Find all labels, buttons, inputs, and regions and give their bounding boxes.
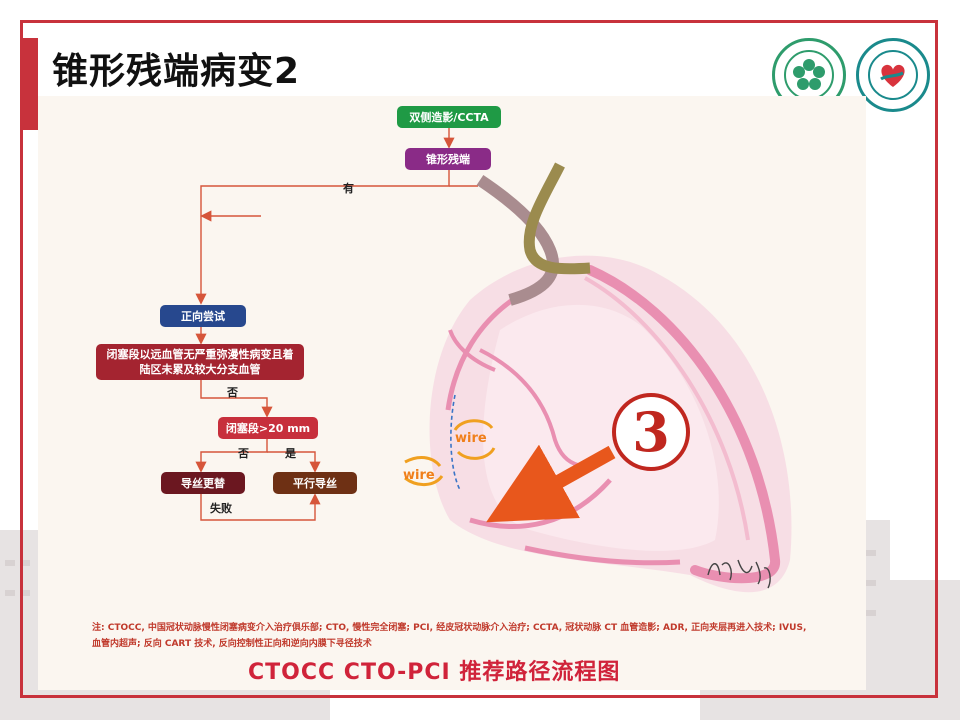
flow-node-condition: 闭塞段以远血管无严重弥漫性病变且着陆区未累及较大分支血管 bbox=[96, 344, 304, 380]
flow-node-start: 双侧造影/CCTA bbox=[397, 106, 501, 128]
step-number-badge: 3 bbox=[612, 393, 690, 471]
figure-caption: CTOCC CTO-PCI 推荐路径流程图 bbox=[248, 660, 621, 685]
society-logo bbox=[856, 38, 930, 112]
flow-label-yes-2: 是 bbox=[285, 447, 296, 460]
flow-connectors bbox=[195, 128, 478, 521]
title-accent-bar bbox=[20, 38, 38, 130]
heart-hands-emblem-icon bbox=[868, 50, 918, 100]
flow-label-fail: 失败 bbox=[210, 502, 232, 515]
flow-label-yes: 有 bbox=[343, 182, 354, 195]
flow-label-no-1: 否 bbox=[227, 386, 238, 399]
flow-node-wire-escalation: 导丝更替 bbox=[161, 472, 245, 494]
footnote: 注: CTOCC, 中国冠状动脉慢性闭塞病变介入治疗俱乐部; CTO, 慢性完全… bbox=[92, 623, 807, 649]
flow-label-no-2: 否 bbox=[238, 447, 249, 460]
flow-node-length: 闭塞段>20 mm bbox=[218, 417, 318, 439]
slide-frame bbox=[20, 20, 938, 698]
slide-title: 锥形残端病变2 bbox=[52, 51, 301, 92]
wire-label-1: wire bbox=[455, 431, 487, 446]
flow-node-antegrade: 正向尝试 bbox=[160, 305, 246, 327]
flow-node-parallel-wire: 平行导丝 bbox=[273, 472, 357, 494]
wire-label-2: wire bbox=[403, 468, 435, 483]
step-arrow bbox=[486, 444, 616, 523]
flow-node-cone-stump: 锥形残端 bbox=[405, 148, 491, 170]
wire-rotation-icon bbox=[404, 419, 496, 486]
